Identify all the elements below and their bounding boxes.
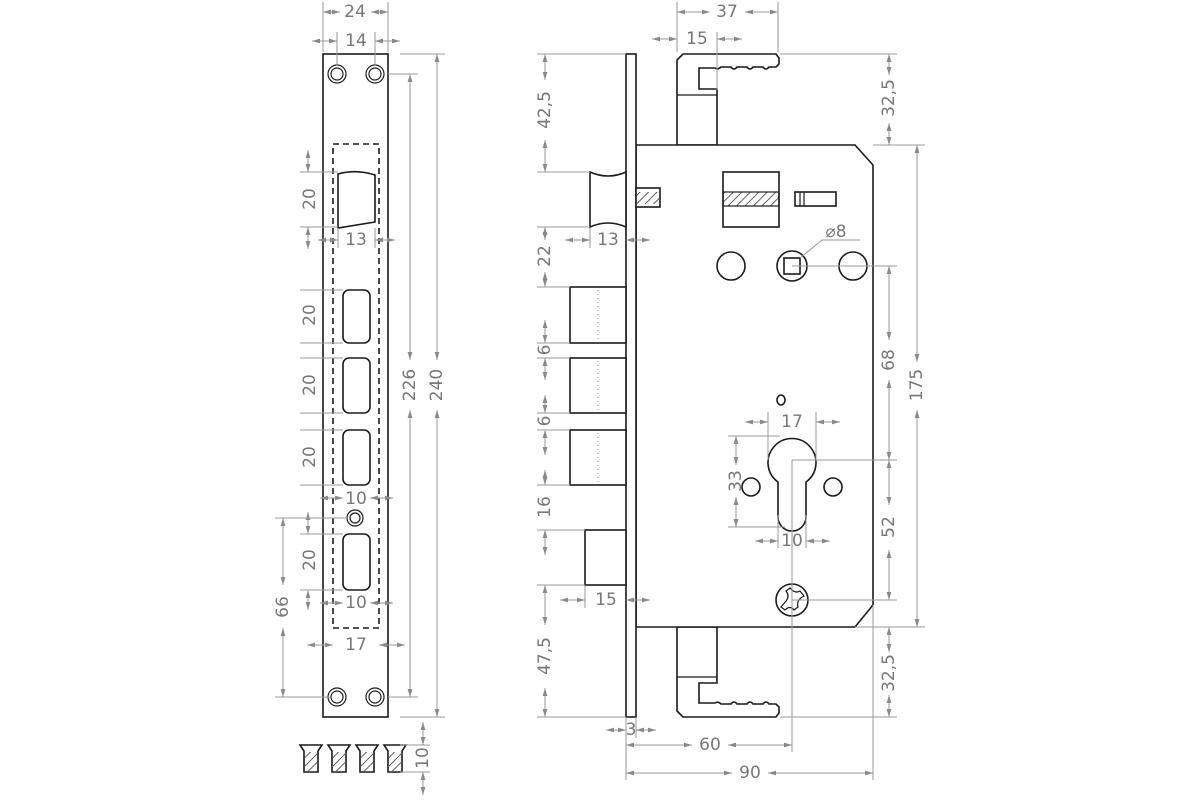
dim-37: 37 [716, 2, 738, 22]
dim-42-5: 42,5 [535, 91, 555, 129]
dim-13-strike: 13 [345, 230, 367, 250]
dim-20-bolt-1: 20 [300, 304, 320, 326]
dim-66: 66 [273, 596, 293, 618]
dim-6-second: 6 [535, 416, 555, 427]
dim-47-5: 47,5 [535, 637, 555, 675]
top-hook [676, 53, 780, 146]
dim-20-bolt-2: 20 [300, 374, 320, 396]
strike-plate-dimensions: 24 14 240 226 20 13 20 20 20 20 10 10 17 [273, 2, 447, 795]
dim-90: 90 [739, 763, 761, 783]
dim-20-deadbolt: 20 [300, 188, 320, 210]
screws [298, 744, 408, 773]
dim-32-5-bottom: 32,5 [879, 654, 899, 692]
bolt-hole [342, 533, 371, 591]
dim-10-upper: 10 [345, 489, 367, 509]
dim-6-first: 6 [535, 345, 555, 356]
faceplate [625, 53, 637, 718]
dim-17-cylinder: 17 [781, 412, 803, 432]
dim-33: 33 [726, 470, 746, 492]
dim-20-bolt-4: 20 [300, 549, 320, 571]
dim-175: 175 [907, 369, 927, 401]
dim-22: 22 [535, 245, 555, 267]
lower-bolt [584, 529, 627, 586]
bolt-hole [342, 357, 371, 414]
bolt-hole [342, 429, 371, 486]
bottom-hook [676, 626, 780, 718]
bolt [569, 429, 627, 486]
latch [589, 170, 627, 229]
strike-plate [322, 53, 389, 718]
dim-14: 14 [345, 31, 367, 51]
dim-diameter-8: ⌀8 [825, 222, 846, 242]
dim-68: 68 [879, 349, 899, 371]
dim-15-hook: 15 [686, 29, 708, 49]
dim-16: 16 [535, 496, 555, 518]
deadbolt-hole [337, 170, 376, 229]
dim-20-bolt-3: 20 [300, 446, 320, 468]
dim-226: 226 [400, 369, 420, 401]
dim-13-latch: 13 [597, 230, 619, 250]
dim-3: 3 [626, 720, 637, 740]
dim-24: 24 [344, 2, 366, 22]
dim-15-lower-bolt: 15 [595, 590, 617, 610]
dim-32-5-top: 32,5 [879, 79, 899, 117]
bolt-hole [342, 289, 371, 344]
lock-body-dimensions: 37 15 42,5 32,5 13 22 6 6 16 47,5 15 ⌀8 [535, 2, 927, 783]
pocket-outline [332, 143, 380, 629]
dim-10-screw: 10 [413, 747, 433, 769]
dim-17-pocket: 17 [345, 635, 367, 655]
dim-60: 60 [699, 735, 721, 755]
dim-10-lower: 10 [345, 593, 367, 613]
lock-body [569, 53, 874, 718]
bolt [569, 357, 627, 414]
dim-240: 240 [427, 369, 447, 401]
dim-52: 52 [879, 516, 899, 538]
